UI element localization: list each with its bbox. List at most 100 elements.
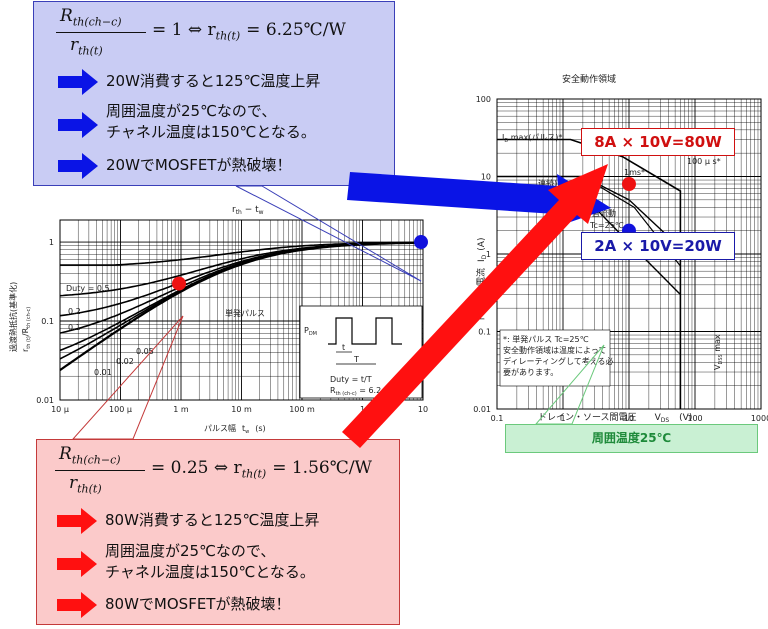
red-equation-sub: th(t) xyxy=(241,467,267,481)
soa-idmax-cont: 連続) xyxy=(538,178,557,188)
red-fraction: Rth(ch−c) rth(t) xyxy=(45,444,145,496)
thermal-marker-red xyxy=(172,276,186,291)
thermal-ytick: 1 xyxy=(49,238,54,247)
red-equation-tail: = 1.56℃/W xyxy=(272,458,372,478)
power-label-20w: 2A × 10V=20W xyxy=(581,232,735,260)
soa-tc-label: Tc=25℃ xyxy=(589,221,624,230)
curve-label-005: 0.05 xyxy=(136,347,154,356)
thermal-ylabel-2: rth (t)/Rth (ch-c) xyxy=(21,307,32,352)
red-denominator-sub: th(t) xyxy=(77,482,102,496)
thermal-ylabel-1: 過渡熱抵抗(基準化) xyxy=(8,282,18,352)
thermal-ytick: 0.01 xyxy=(36,396,54,405)
red-numerator-sub: th(ch−c) xyxy=(71,453,121,467)
red-item-2: 周囲温度が25℃なので、 xyxy=(105,542,276,560)
soa-ytick: 0.1 xyxy=(478,328,491,337)
thermal-xtick: 10 μ xyxy=(51,405,69,414)
soa-note-4: 要があります。 xyxy=(503,367,558,377)
soa-xtick: 1 xyxy=(560,414,565,423)
soa-note-2: 安全動作領域は温度によって xyxy=(503,345,606,355)
blue-item-1: 20W消費すると125℃温度上昇 xyxy=(106,72,321,90)
soa-xtick: 1000 xyxy=(751,414,768,423)
thermal-curves xyxy=(59,241,424,372)
blue-denominator: r xyxy=(70,35,79,55)
red-equation-text: = 0.25 ⇔ r xyxy=(151,458,242,478)
blue-denominator-sub: th(t) xyxy=(78,44,103,58)
blue-numerator: R xyxy=(60,6,73,26)
pulse-waveform xyxy=(328,317,402,345)
blue-item-4: 20WでMOSFETが熱破壊！ xyxy=(106,156,292,174)
blue-numerator-sub: th(ch−c) xyxy=(72,15,122,29)
soa-ytick: 100 xyxy=(476,95,491,104)
curve-label-01: 0.1 xyxy=(68,323,81,332)
thermal-xtick: 1 xyxy=(360,405,365,414)
right-arrow-icon xyxy=(58,69,98,95)
right-arrow-icon xyxy=(57,592,97,618)
soa-title: 安全動作領域 xyxy=(562,73,616,85)
thermal-curve xyxy=(59,241,424,372)
soa-100us-label: 100 μ s* xyxy=(687,157,721,166)
soa-dc-label: 直流動 xyxy=(592,208,616,218)
soa-ytick: 10 xyxy=(481,173,491,182)
thermal-ytick: 0.1 xyxy=(41,317,54,326)
right-arrow-icon xyxy=(58,153,98,179)
blue-callout-pointer xyxy=(235,185,422,282)
soa-ytick: 1 xyxy=(486,250,491,259)
soa-ytick: 0.01 xyxy=(473,405,491,414)
right-arrow-icon xyxy=(57,508,97,534)
red-fraction-bar xyxy=(55,470,145,471)
curve-label-002: 0.02 xyxy=(116,357,134,366)
soa-vdss-label: VDSS max xyxy=(713,334,724,370)
thermal-xtick: 100 m xyxy=(289,405,315,414)
inset-T-label: T xyxy=(353,355,359,364)
thermal-xtick: 10 m xyxy=(231,405,252,414)
ambient-temp-label: 周囲温度25℃ xyxy=(505,424,758,453)
soa-idmax-label: ID max(パルス)* xyxy=(502,133,562,144)
blue-big-arrow xyxy=(347,172,611,228)
blue-item-3: チャネル温度は150℃となる。 xyxy=(106,123,316,141)
red-big-arrow xyxy=(342,164,608,448)
soa-boundary xyxy=(497,175,681,249)
soa-xtick: 10 xyxy=(624,414,634,423)
inset-duty: Duty = t/T xyxy=(330,375,372,384)
blue-equation: = 1 ⇔ rth(t) = 6.25℃/W xyxy=(152,20,346,42)
curve-label-single: 単発パルス xyxy=(225,308,265,318)
soa-boundary xyxy=(497,138,682,409)
soa-1ms-label: 1ms* xyxy=(624,168,645,177)
red-annotation-box: Rth(ch−c) rth(t) = 0.25 ⇔ rth(t)= 1.56℃/… xyxy=(36,439,400,625)
soa-note-3: ディレーティングして考える必 xyxy=(503,356,613,366)
soa-marker-red xyxy=(622,177,636,192)
inset-pdm-label: PDM xyxy=(304,326,317,337)
power-label-80w: 8A × 10V=80W xyxy=(581,128,735,156)
thermal-xtick: 10 xyxy=(418,405,428,414)
right-arrow-icon xyxy=(57,551,97,577)
soa-note-1: *: 単発パルス Tc=25℃ xyxy=(503,334,589,344)
inset-rth: Rth (ch-c) = 6.2 xyxy=(330,386,381,397)
red-item-4: 80WでMOSFETが熱破壊！ xyxy=(105,595,291,613)
soa-xtick: 0.1 xyxy=(491,414,504,423)
blue-equation-tail: = 6.25℃/W xyxy=(246,20,346,40)
red-equation: = 0.25 ⇔ rth(t) = 1.56℃/W xyxy=(151,458,372,480)
blue-item-2: 周囲温度が25℃なので、 xyxy=(106,102,277,120)
right-arrow-icon xyxy=(58,112,98,138)
thermal-chart-title: rth − tw xyxy=(232,205,264,216)
blue-fraction-bar xyxy=(56,32,146,33)
blue-fraction: Rth(ch−c) rth(t) xyxy=(46,6,146,58)
curve-label-02: 0.2 xyxy=(68,307,81,316)
blue-equation-text: = 1 ⇔ r xyxy=(152,20,216,40)
red-item-1: 80W消費すると125℃温度上昇 xyxy=(105,511,320,529)
red-item-3: チャネル温度は150℃となる。 xyxy=(105,563,315,581)
thermal-marker-blue xyxy=(414,235,428,250)
curve-label-duty05: Duty = 0.5 xyxy=(66,284,110,293)
red-denominator: r xyxy=(69,473,78,493)
thermal-xtick: 1 m xyxy=(173,405,189,414)
curve-label-001: 0.01 xyxy=(94,368,112,377)
blue-equation-sub: th(t) xyxy=(215,29,241,43)
inset-t-label: t xyxy=(342,343,345,352)
thermal-xtick: 100 μ xyxy=(109,405,132,414)
